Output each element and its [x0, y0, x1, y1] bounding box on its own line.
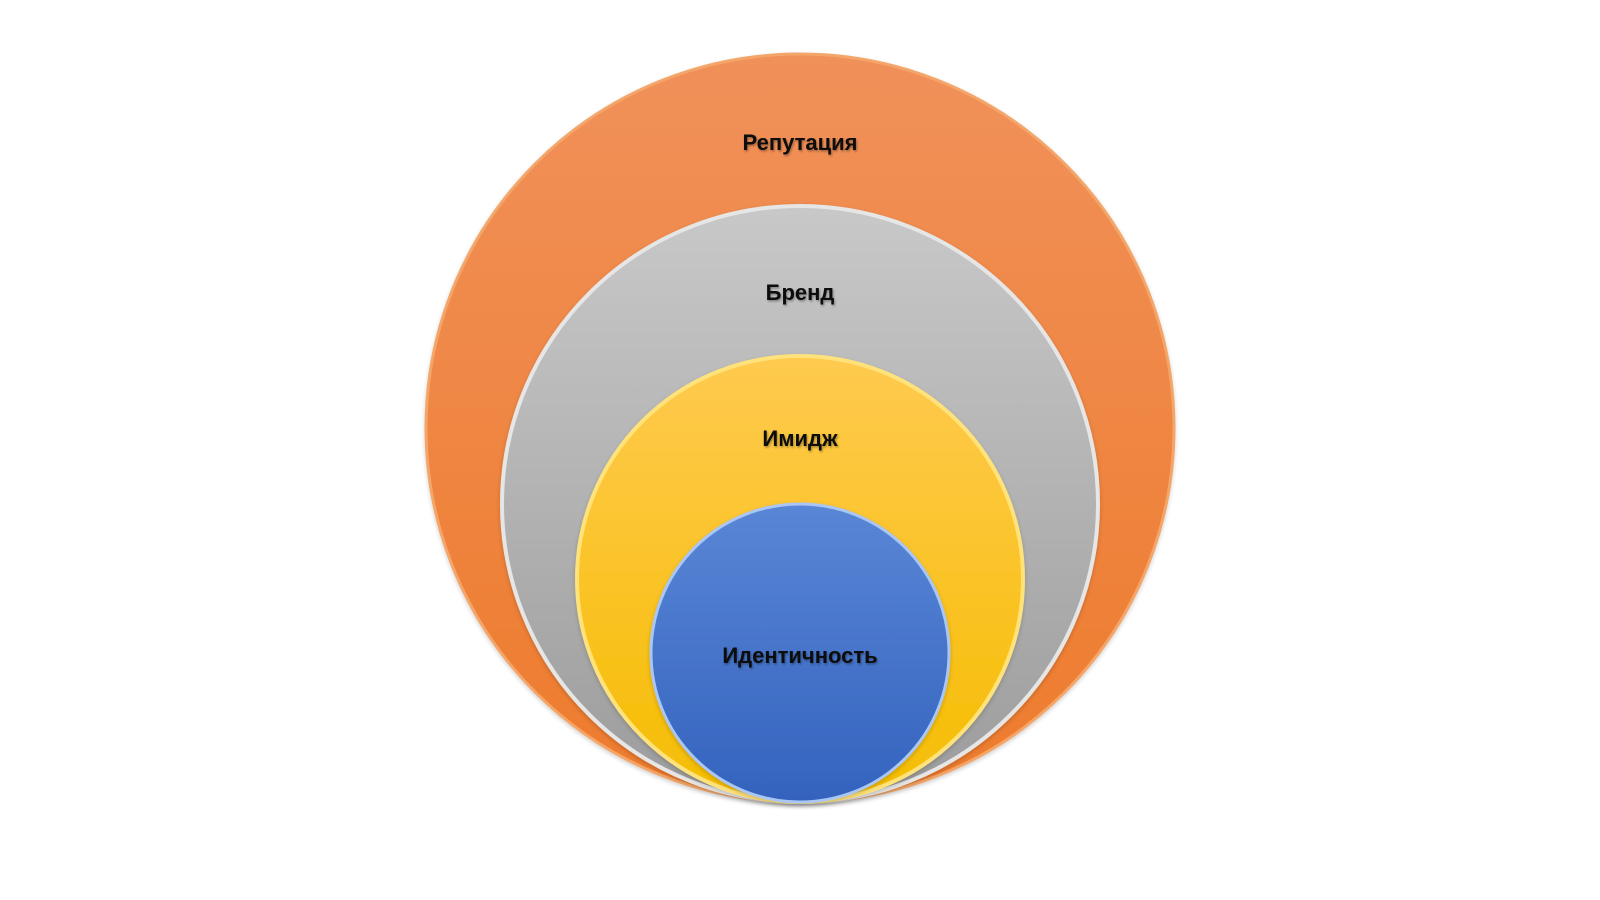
brand-label: Бренд: [766, 280, 835, 305]
identity-label: Идентичность: [722, 643, 877, 668]
image-label: Имидж: [762, 426, 838, 451]
identity-circle: [649, 502, 951, 804]
reputation-label: Репутация: [742, 130, 857, 155]
